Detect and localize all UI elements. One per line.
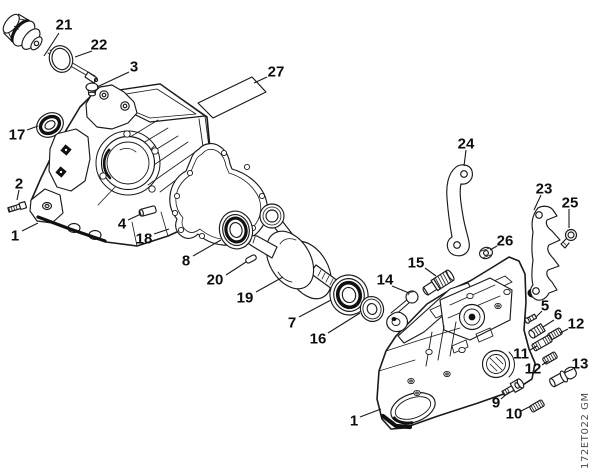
callout-5[interactable]: 5 <box>541 298 549 315</box>
leader-line-4 <box>127 213 142 221</box>
leader-line-17 <box>26 125 39 131</box>
callout-15[interactable]: 15 <box>408 255 425 272</box>
collar-nut <box>479 246 493 260</box>
leader-line-8 <box>192 239 222 257</box>
callout-8[interactable]: 8 <box>182 253 190 270</box>
leader-line-9 <box>500 391 510 400</box>
plug-screw-6 <box>528 323 546 339</box>
tensioner-strip <box>446 164 473 257</box>
callout-3[interactable]: 3 <box>130 59 138 76</box>
callout-23[interactable]: 23 <box>536 181 553 198</box>
callout-17[interactable]: 17 <box>9 127 26 144</box>
callout-9[interactable]: 9 <box>492 395 500 412</box>
leader-line-6 <box>542 319 555 328</box>
callout-27[interactable]: 27 <box>268 64 285 81</box>
leader-line-3 <box>96 71 130 88</box>
ball-bearing-7 <box>329 274 369 316</box>
leader-line-12 <box>541 360 549 366</box>
leader-line-23 <box>533 194 542 211</box>
leader-line-14 <box>391 285 410 294</box>
callout-16[interactable]: 16 <box>310 331 327 348</box>
leader-line-5 <box>535 310 543 318</box>
callout-4[interactable]: 4 <box>118 216 127 233</box>
callout-24[interactable]: 24 <box>458 136 475 153</box>
callout-18[interactable]: 18 <box>136 231 153 248</box>
screw-5 <box>524 313 538 324</box>
washer <box>359 295 385 323</box>
callout-14[interactable]: 14 <box>377 272 394 289</box>
stud-12-lower <box>542 351 558 365</box>
callout-19[interactable]: 19 <box>237 290 254 307</box>
information-label <box>197 76 267 119</box>
leader-line-11 <box>529 345 538 351</box>
callout-1[interactable]: 1 <box>11 228 19 245</box>
leader-line-18 <box>153 228 170 235</box>
leader-line-10 <box>520 405 532 412</box>
oil-pump <box>2 13 99 84</box>
callout-1[interactable]: 1 <box>350 413 358 430</box>
stud-10 <box>529 399 545 413</box>
leader-line-21 <box>43 32 60 57</box>
crankcase-half-right <box>376 256 537 430</box>
callout-2[interactable]: 2 <box>15 176 23 193</box>
callout-11[interactable]: 11 <box>513 346 529 363</box>
leader-line-22 <box>74 50 93 58</box>
leader-line-27 <box>253 76 268 84</box>
oil-pickup-line <box>386 290 419 333</box>
drawing-number: 172ET022 GM <box>580 392 591 469</box>
leader-line-13 <box>563 368 574 374</box>
leader-line-26 <box>489 245 498 251</box>
o-ring <box>48 45 74 73</box>
callout-13[interactable]: 13 <box>572 356 589 373</box>
leader-line-2 <box>16 189 20 201</box>
callout-26[interactable]: 26 <box>497 233 514 250</box>
threaded-valve <box>422 269 455 296</box>
screw-25 <box>560 228 578 249</box>
callout-10[interactable]: 10 <box>506 406 523 423</box>
leader-line-12 <box>559 328 569 334</box>
leader-line-1 <box>21 222 39 232</box>
leader-line-15 <box>424 267 437 277</box>
bumper-spike <box>529 205 561 301</box>
plug-13 <box>549 366 577 388</box>
callout-25[interactable]: 25 <box>562 195 579 212</box>
woodruff-key <box>245 254 257 264</box>
screw-9 <box>501 378 525 397</box>
callout-7[interactable]: 7 <box>288 315 296 332</box>
callout-21[interactable]: 21 <box>56 17 73 34</box>
leader-line-24 <box>463 149 467 167</box>
callout-12[interactable]: 12 <box>568 316 585 333</box>
leader-line-20 <box>225 261 247 276</box>
leader-line-16 <box>327 312 361 334</box>
dowel-pin <box>138 205 157 217</box>
callout-22[interactable]: 22 <box>91 37 108 54</box>
leader-line-7 <box>298 299 332 318</box>
callout-20[interactable]: 20 <box>207 272 224 289</box>
stud-12-upper <box>547 327 563 341</box>
leader-line-19 <box>255 276 284 293</box>
callout-6[interactable]: 6 <box>554 307 562 324</box>
leader-line-1 <box>359 408 382 418</box>
crankcase-half-left <box>29 83 236 247</box>
callout-12[interactable]: 12 <box>525 361 542 378</box>
screw-2 <box>7 201 28 213</box>
ball-bearing-8 <box>218 210 254 250</box>
oil-seal <box>36 112 64 138</box>
